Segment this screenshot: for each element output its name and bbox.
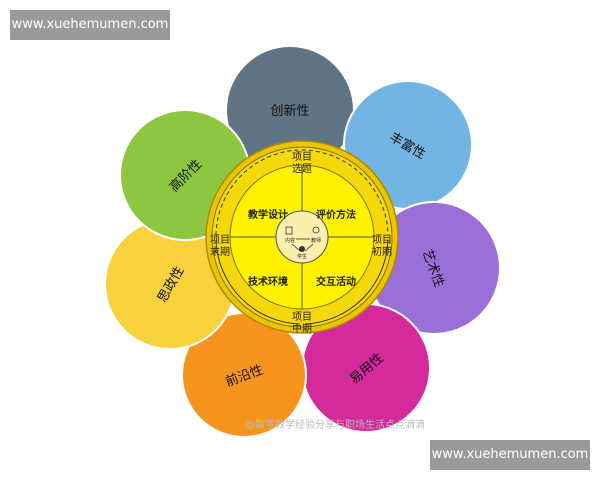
student-icon — [299, 246, 305, 252]
phase-top-2: 选题 — [292, 162, 312, 175]
phase-right-1: 项目 — [372, 234, 392, 246]
phase-bottom-1: 项目 — [292, 311, 312, 323]
watermark-top: www.xuehemumen.com — [10, 10, 170, 40]
cycle-arrow-4 — [215, 149, 299, 236]
cycle-arrow-3 — [215, 239, 301, 325]
content-icon — [285, 226, 293, 235]
source-credit: @数字教学经验分享与职场生活点点滴滴 — [245, 418, 425, 431]
quadrant-interaction: 交互活动 — [316, 275, 356, 288]
phase-right-2: 初期 — [372, 245, 392, 258]
quadrant-tech-environment: 技术环境 — [248, 275, 288, 288]
center-arrow-link — [304, 243, 314, 252]
cycle-arrow-2 — [304, 239, 389, 325]
quadrant-teaching-design: 教学设计 — [247, 208, 288, 221]
phase-top-1: 项目 — [292, 151, 312, 163]
phase-bottom-2: 中期 — [292, 322, 312, 335]
watermark-bottom: www.xuehemumen.com — [430, 440, 590, 470]
phase-left-1: 项目 — [210, 234, 230, 246]
center-teacher: 教师 — [311, 237, 321, 244]
center-student: 学生 — [297, 253, 307, 260]
cycle-arrow-1 — [301, 149, 389, 236]
center-content: 内容 — [285, 237, 295, 244]
center-arrow-link — [291, 243, 301, 252]
teacher-icon — [312, 226, 320, 234]
phase-left-2: 末期 — [210, 245, 230, 258]
quadrant-evaluation: 评价方法 — [316, 208, 356, 221]
petal-label: 创新性 — [270, 103, 309, 119]
center-circle — [275, 210, 329, 264]
